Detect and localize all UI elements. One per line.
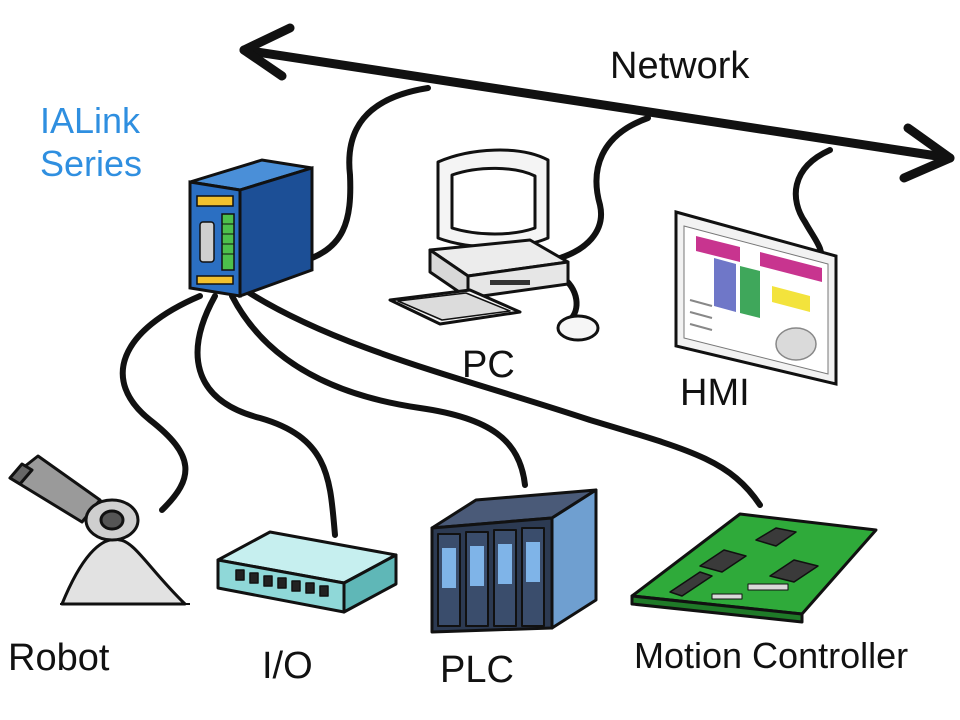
motion-controller-label: Motion Controller [634, 635, 908, 676]
cable-io [194, 293, 338, 538]
robot-label: Robot [8, 637, 110, 679]
cable-motion [245, 289, 763, 508]
io-label: I/O [262, 645, 313, 687]
ialink-label-line2: Series [40, 143, 142, 184]
motion-controller-icon [630, 512, 878, 624]
plc-label: PLC [440, 649, 514, 691]
ialink-gateway-icon [188, 158, 314, 299]
hmi-label: HMI [680, 372, 750, 414]
ialink-label-line1: IALink [40, 100, 141, 141]
robot-icon [8, 454, 190, 606]
hmi-icon [674, 210, 838, 386]
io-module-icon [216, 530, 398, 614]
network-arrow [239, 23, 955, 183]
cable-hmi-network [792, 147, 833, 265]
pc-icon [388, 148, 600, 342]
cable-gateway-network [297, 85, 431, 265]
cable-pc-network [557, 115, 651, 261]
network-label: Network [610, 45, 750, 87]
cable-plc [229, 293, 528, 488]
plc-icon [430, 488, 598, 634]
cable-robot [119, 293, 203, 513]
pc-label: PC [462, 344, 515, 386]
